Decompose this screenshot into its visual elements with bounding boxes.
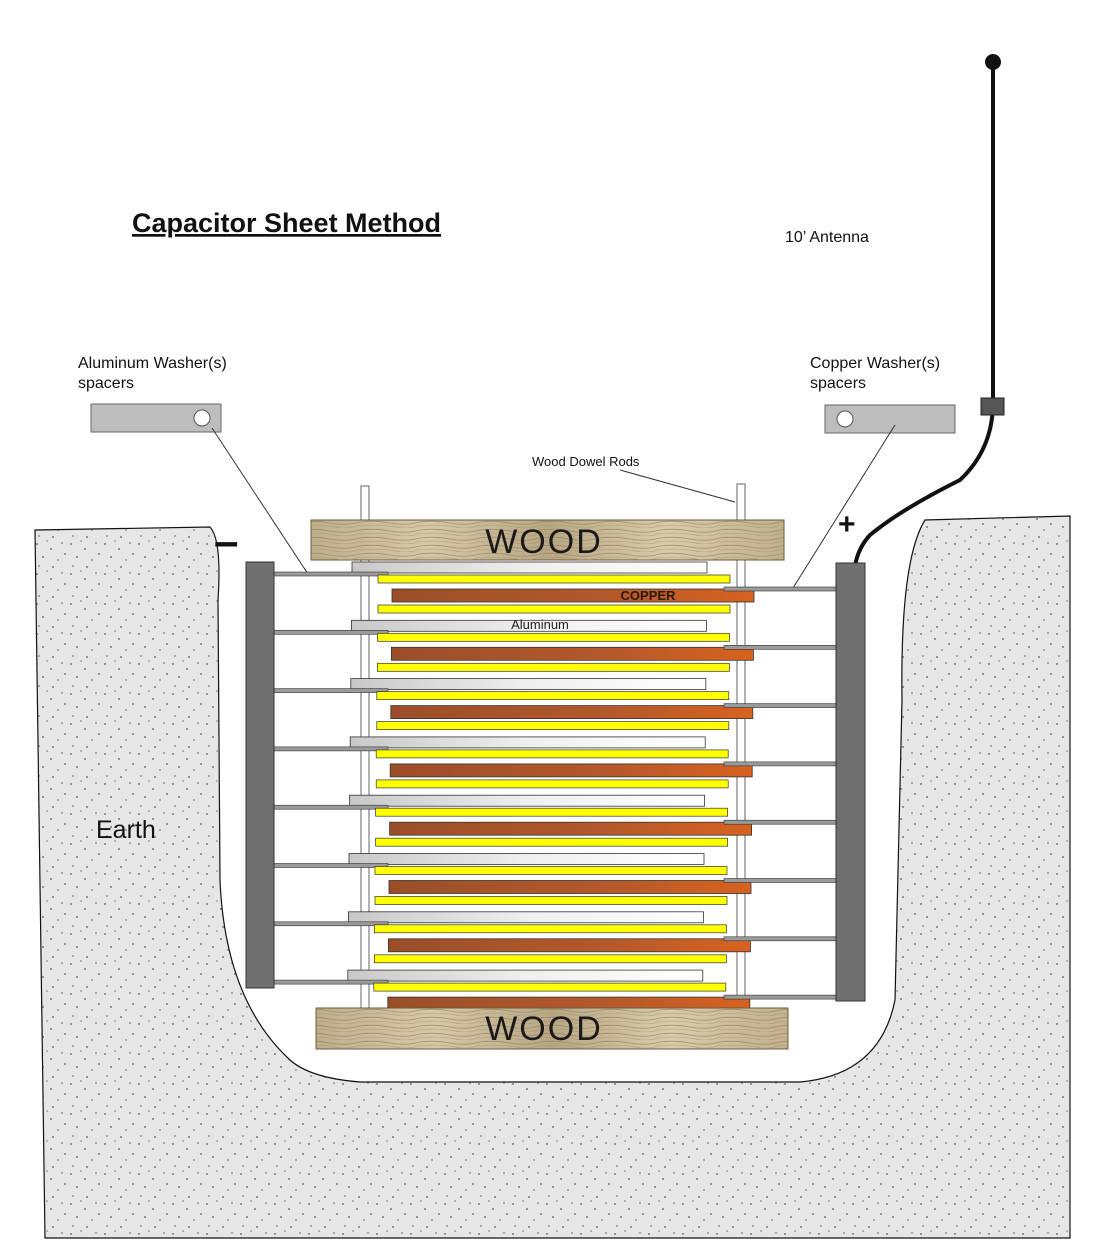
aluminum-washer-label-line2: spacers [78,375,134,392]
plate-stack [273,561,837,1022]
insulator-sheet [373,982,727,992]
antenna-label: 10’ Antenna [785,229,869,246]
wood-block-top [310,519,785,561]
copper-washer-tab [723,703,837,708]
insulator-sheet [377,662,730,672]
aluminum-washer-tab [273,746,389,752]
positive-sign: + [838,508,856,541]
aluminum-plate [351,561,708,574]
aluminum-washer-tab [273,688,389,693]
copper-washer-tab [723,878,837,883]
copper-plate [391,588,755,603]
antenna [853,54,1005,567]
dowel-rod-right [736,483,746,1011]
insulator-sheet [376,691,730,700]
aluminum-plate [347,911,704,924]
copper-plate [387,938,751,953]
copper-washer-leader [792,424,896,589]
earth-ground [34,515,1071,1239]
diagram-title: Capacitor Sheet Method [132,208,441,238]
insulator-sheet [376,721,730,730]
copper-washer-tab [723,819,837,825]
copper-washer-tab [723,936,837,942]
copper-plate [388,880,752,894]
antenna-tip [985,54,1001,70]
wood-bottom-label: WOOD [485,1010,603,1048]
insulator-sheet [377,604,731,614]
insulator-sheet [377,574,731,584]
copper-washer-tab [723,994,837,1000]
dowel-rods-leader [619,469,736,503]
copper-plate [390,705,754,719]
copper-washer-label-line1: Copper Washer(s) [810,355,940,372]
copper-plate [389,763,753,778]
copper-washer-tab [723,586,837,592]
insulator-sheet [377,632,730,642]
aluminum-plate-label: Aluminum [511,617,569,632]
aluminum-washer-tab [273,863,389,868]
wood-top-label: WOOD [485,523,603,561]
insulator-sheet [374,924,727,934]
aluminum-plate [347,969,704,982]
aluminum-plate [349,794,706,807]
insulator-sheet [375,837,728,847]
insulator-sheet [375,749,729,759]
positive-terminal-bar [835,562,866,1002]
aluminum-washer-tab [273,629,389,635]
copper-washer-tab [723,761,837,767]
antenna-connector [980,397,1005,416]
copper-washer-label-line2: spacers [810,375,866,392]
aluminum-washer-tab [273,979,389,985]
aluminum-washer-sample [90,403,222,433]
aluminum-plate [350,678,707,690]
insulator-sheet [375,779,729,789]
negative-sign: – [214,517,238,566]
copper-plate [390,646,754,661]
insulator-sheet [374,896,728,905]
aluminum-washer-tab [273,804,389,810]
aluminum-washer-leader [211,427,309,575]
copper-washer-tab [723,644,837,650]
aluminum-washer-tab [273,921,389,927]
aluminum-washer-tab [273,571,389,577]
aluminum-plate [350,619,707,632]
aluminum-plate [348,853,705,865]
aluminum-washer-label-line1: Aluminum Washer(s) [78,355,227,372]
wood-block-bottom [315,1007,789,1050]
aluminum-plate [349,736,706,749]
copper-plate-label: COPPER [621,588,677,603]
insulator-sheet [374,954,727,964]
dowel-rods-label: Wood Dowel Rods [532,454,640,469]
negative-terminal-bar [245,561,275,989]
copper-plate [389,821,753,836]
insulator-sheet [375,807,728,817]
copper-washer-sample [824,404,956,434]
insulator-sheet [374,866,728,875]
earth-label: Earth [96,816,156,844]
